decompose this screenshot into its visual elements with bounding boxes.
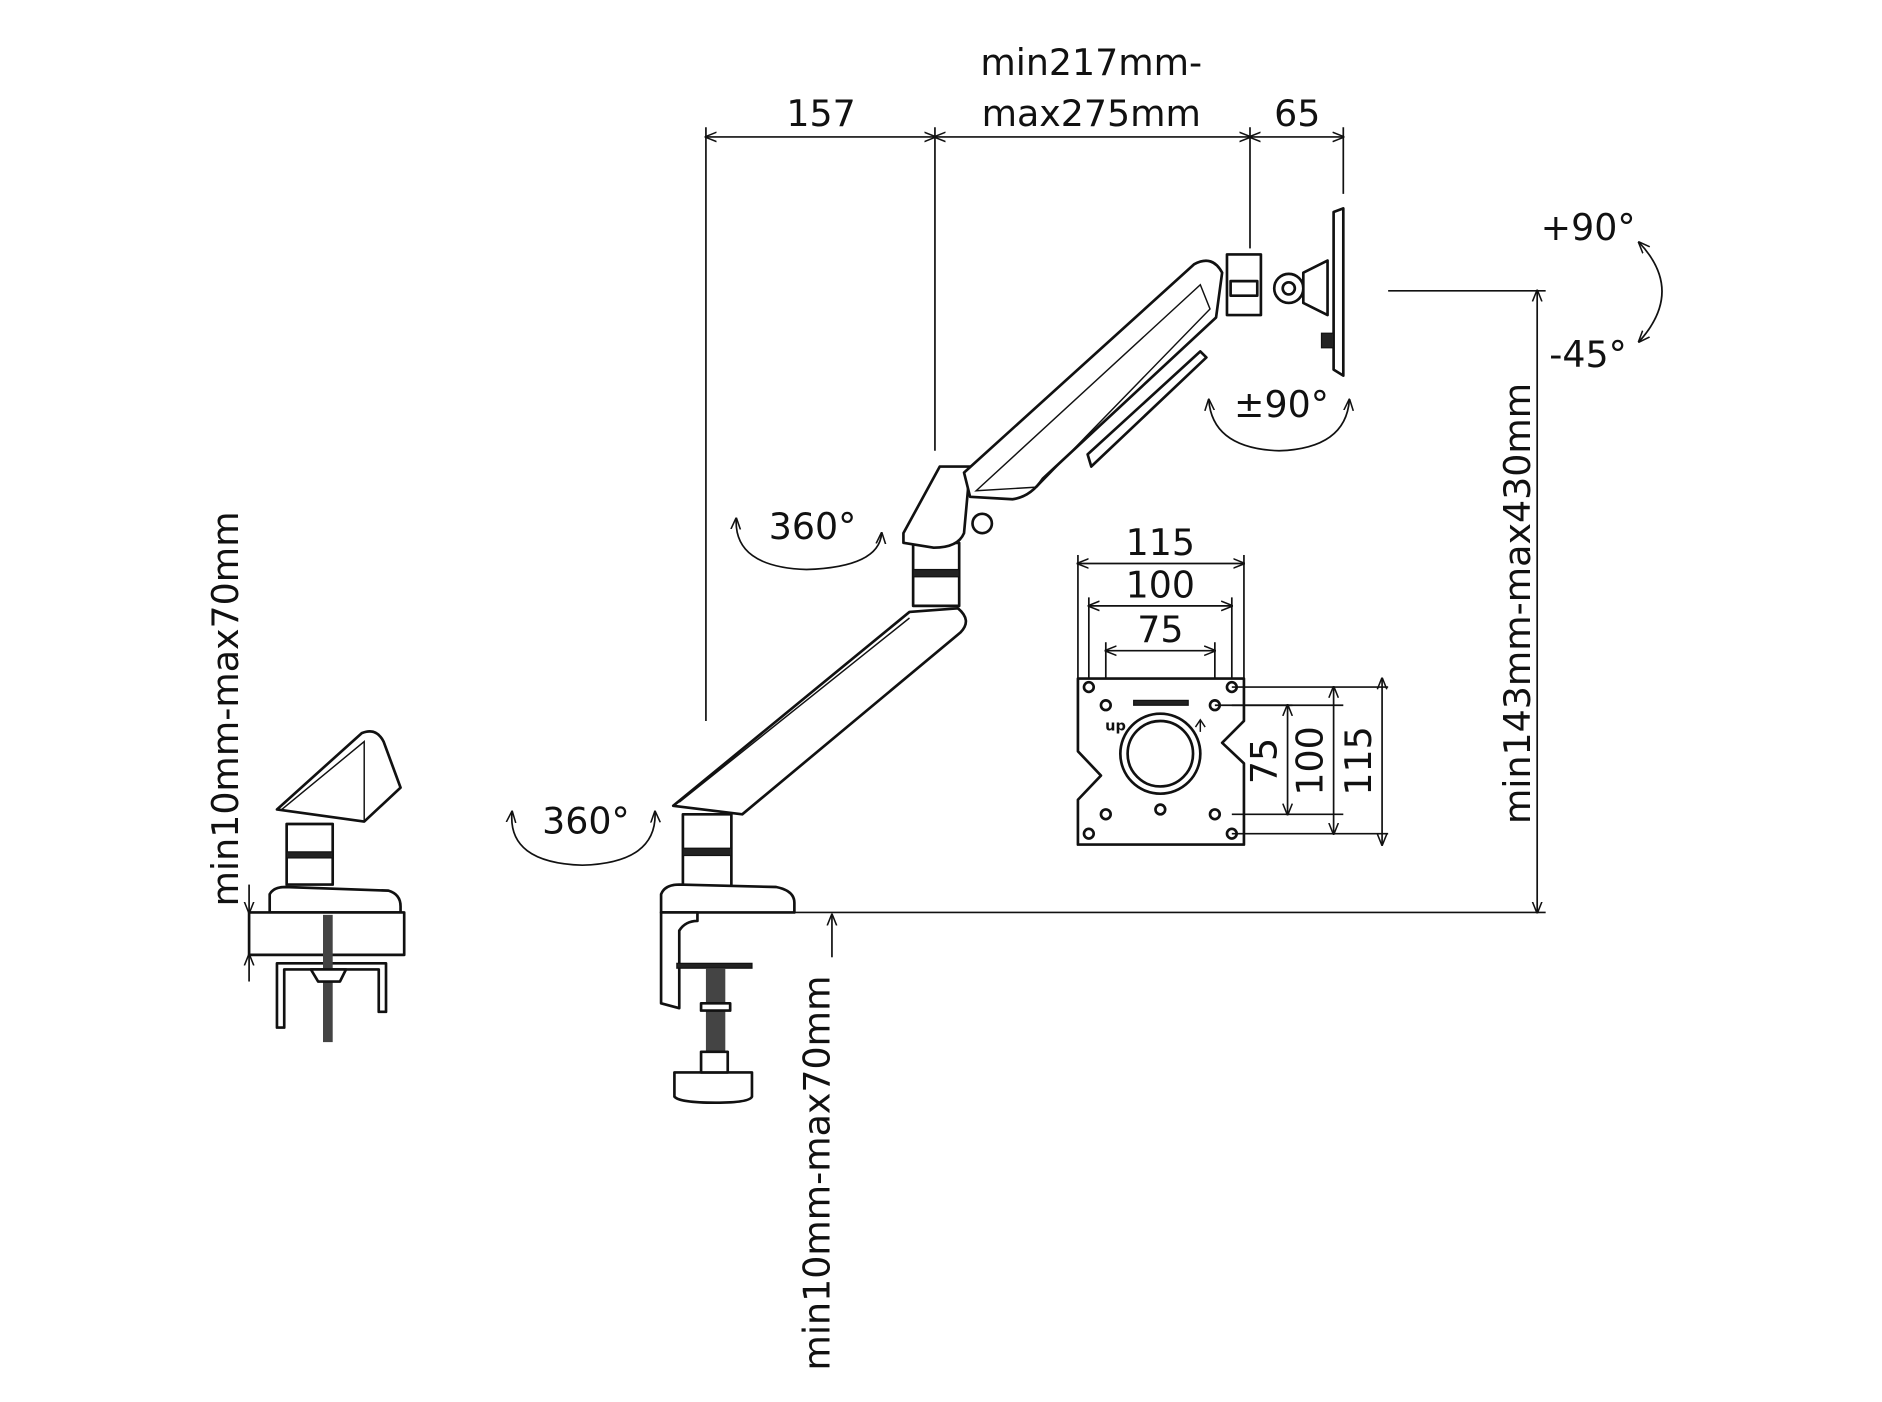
dim-height-range: min143mm-max430mm	[1496, 383, 1539, 824]
vesa-plate	[1076, 554, 1389, 846]
base-swivel-label: 360°	[542, 800, 630, 843]
vesa-v-75: 75	[1243, 738, 1286, 784]
base-swivel-arrow	[512, 812, 655, 867]
top-dimension-lines	[706, 127, 1343, 721]
vesa-h-115: 115	[1126, 521, 1195, 564]
dim-reach-line1: min217mm-	[980, 41, 1202, 84]
vesa-v-100: 100	[1289, 726, 1332, 795]
monitor-arm	[659, 207, 1345, 1105]
tilt-arrow	[1639, 242, 1663, 341]
rotation-label: ±90°	[1234, 383, 1329, 426]
vesa-v-115: 115	[1337, 726, 1380, 795]
tilt-down-label: -45°	[1549, 333, 1627, 376]
side-clamp-detail	[247, 730, 406, 1043]
dim-65: 65	[1274, 92, 1320, 135]
desk-thickness-side-label: min10mm-max70mm	[204, 511, 247, 906]
dim-157: 157	[786, 92, 855, 135]
rotation-arrow	[1209, 400, 1350, 452]
vesa-up-label: up	[1105, 719, 1126, 735]
vesa-h-100: 100	[1126, 563, 1195, 606]
vesa-h-75: 75	[1137, 608, 1183, 651]
tilt-up-label: +90°	[1541, 206, 1636, 249]
height-dimension-lines	[794, 291, 1546, 913]
elbow-swivel-arrow	[736, 519, 881, 571]
dim-reach-line2: max275mm	[982, 92, 1201, 135]
elbow-swivel-label: 360°	[769, 505, 857, 548]
desk-thickness-main-label: min10mm-max70mm	[796, 976, 839, 1371]
